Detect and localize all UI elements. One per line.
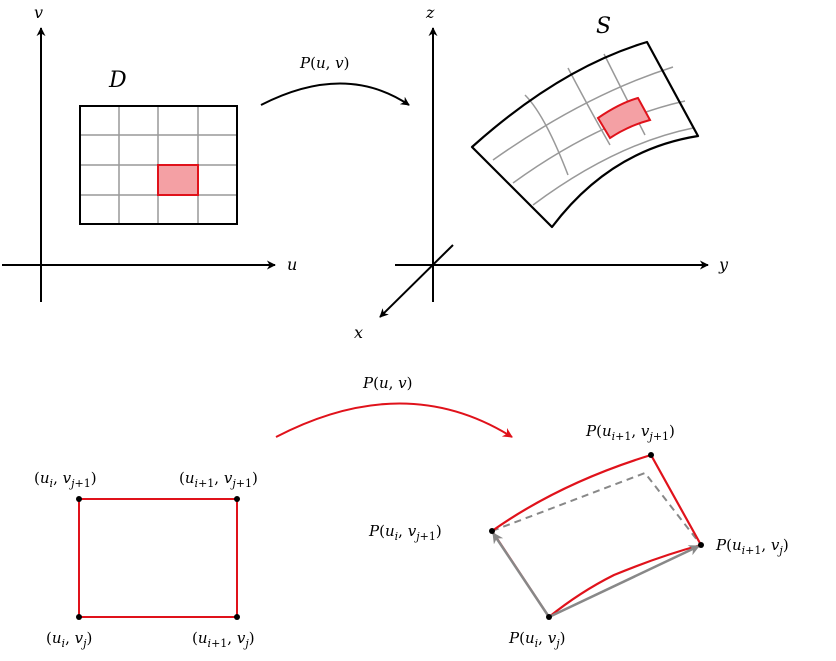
y-axis-label: y (718, 255, 729, 274)
surface-highlight-cell (596, 96, 652, 140)
domain-cell: (ui, vj+1) (ui+1, vj+1) (ui, vj) (ui+1, … (34, 469, 258, 650)
corner-point-bottom-right (234, 614, 240, 620)
u-axis-label: u (287, 255, 297, 274)
image-point-right (698, 542, 704, 548)
image-label-bottom: P(ui, vj) (508, 629, 565, 650)
domain-highlight-cell (157, 164, 199, 196)
corner-label-top-right: (ui+1, vj+1) (179, 469, 258, 490)
tangent-vector-u (548, 544, 700, 619)
v-axis-label: v (34, 3, 43, 22)
bottom-map-arrow (275, 402, 513, 438)
image-patch-outline (490, 453, 703, 619)
corner-label-bottom-left: (ui, vj) (46, 629, 92, 650)
top-map-label: P(u, v) (299, 54, 350, 72)
image-point-top (648, 452, 654, 458)
surface-space: y z x S (354, 3, 729, 342)
domain-rectangle (79, 105, 238, 225)
z-axis-label: z (425, 3, 435, 22)
domain-label: D (108, 68, 127, 93)
corner-point-top-left (76, 496, 82, 502)
top-map-arrow (260, 82, 410, 106)
surface-grid (492, 53, 694, 206)
domain-plane: u v D (2, 3, 297, 302)
x-axis (379, 244, 454, 318)
image-label-left: P(ui, vj+1) (368, 522, 442, 543)
x-axis-label: x (354, 323, 363, 342)
image-point-bottom (546, 614, 552, 620)
tangent-vector-v (491, 532, 551, 618)
corner-point-bottom-left (76, 614, 82, 620)
image-label-right: P(ui+1, vj) (715, 536, 789, 557)
domain-cell-rectangle (78, 498, 238, 618)
surface-outline (470, 40, 700, 229)
surface-label: S (596, 14, 611, 39)
image-patch: P(ui+1, vj+1) P(ui, vj+1) P(ui+1, vj) P(… (368, 422, 789, 650)
parallelogram-approximation (491, 471, 702, 546)
bottom-map-label: P(u, v) (362, 374, 413, 392)
image-point-left (489, 528, 495, 534)
corner-label-top-left: (ui, vj+1) (34, 469, 97, 490)
corner-label-bottom-right: (ui+1, vj) (192, 629, 255, 650)
corner-point-top-right (234, 496, 240, 502)
image-label-top: P(ui+1, vj+1) (585, 422, 675, 443)
